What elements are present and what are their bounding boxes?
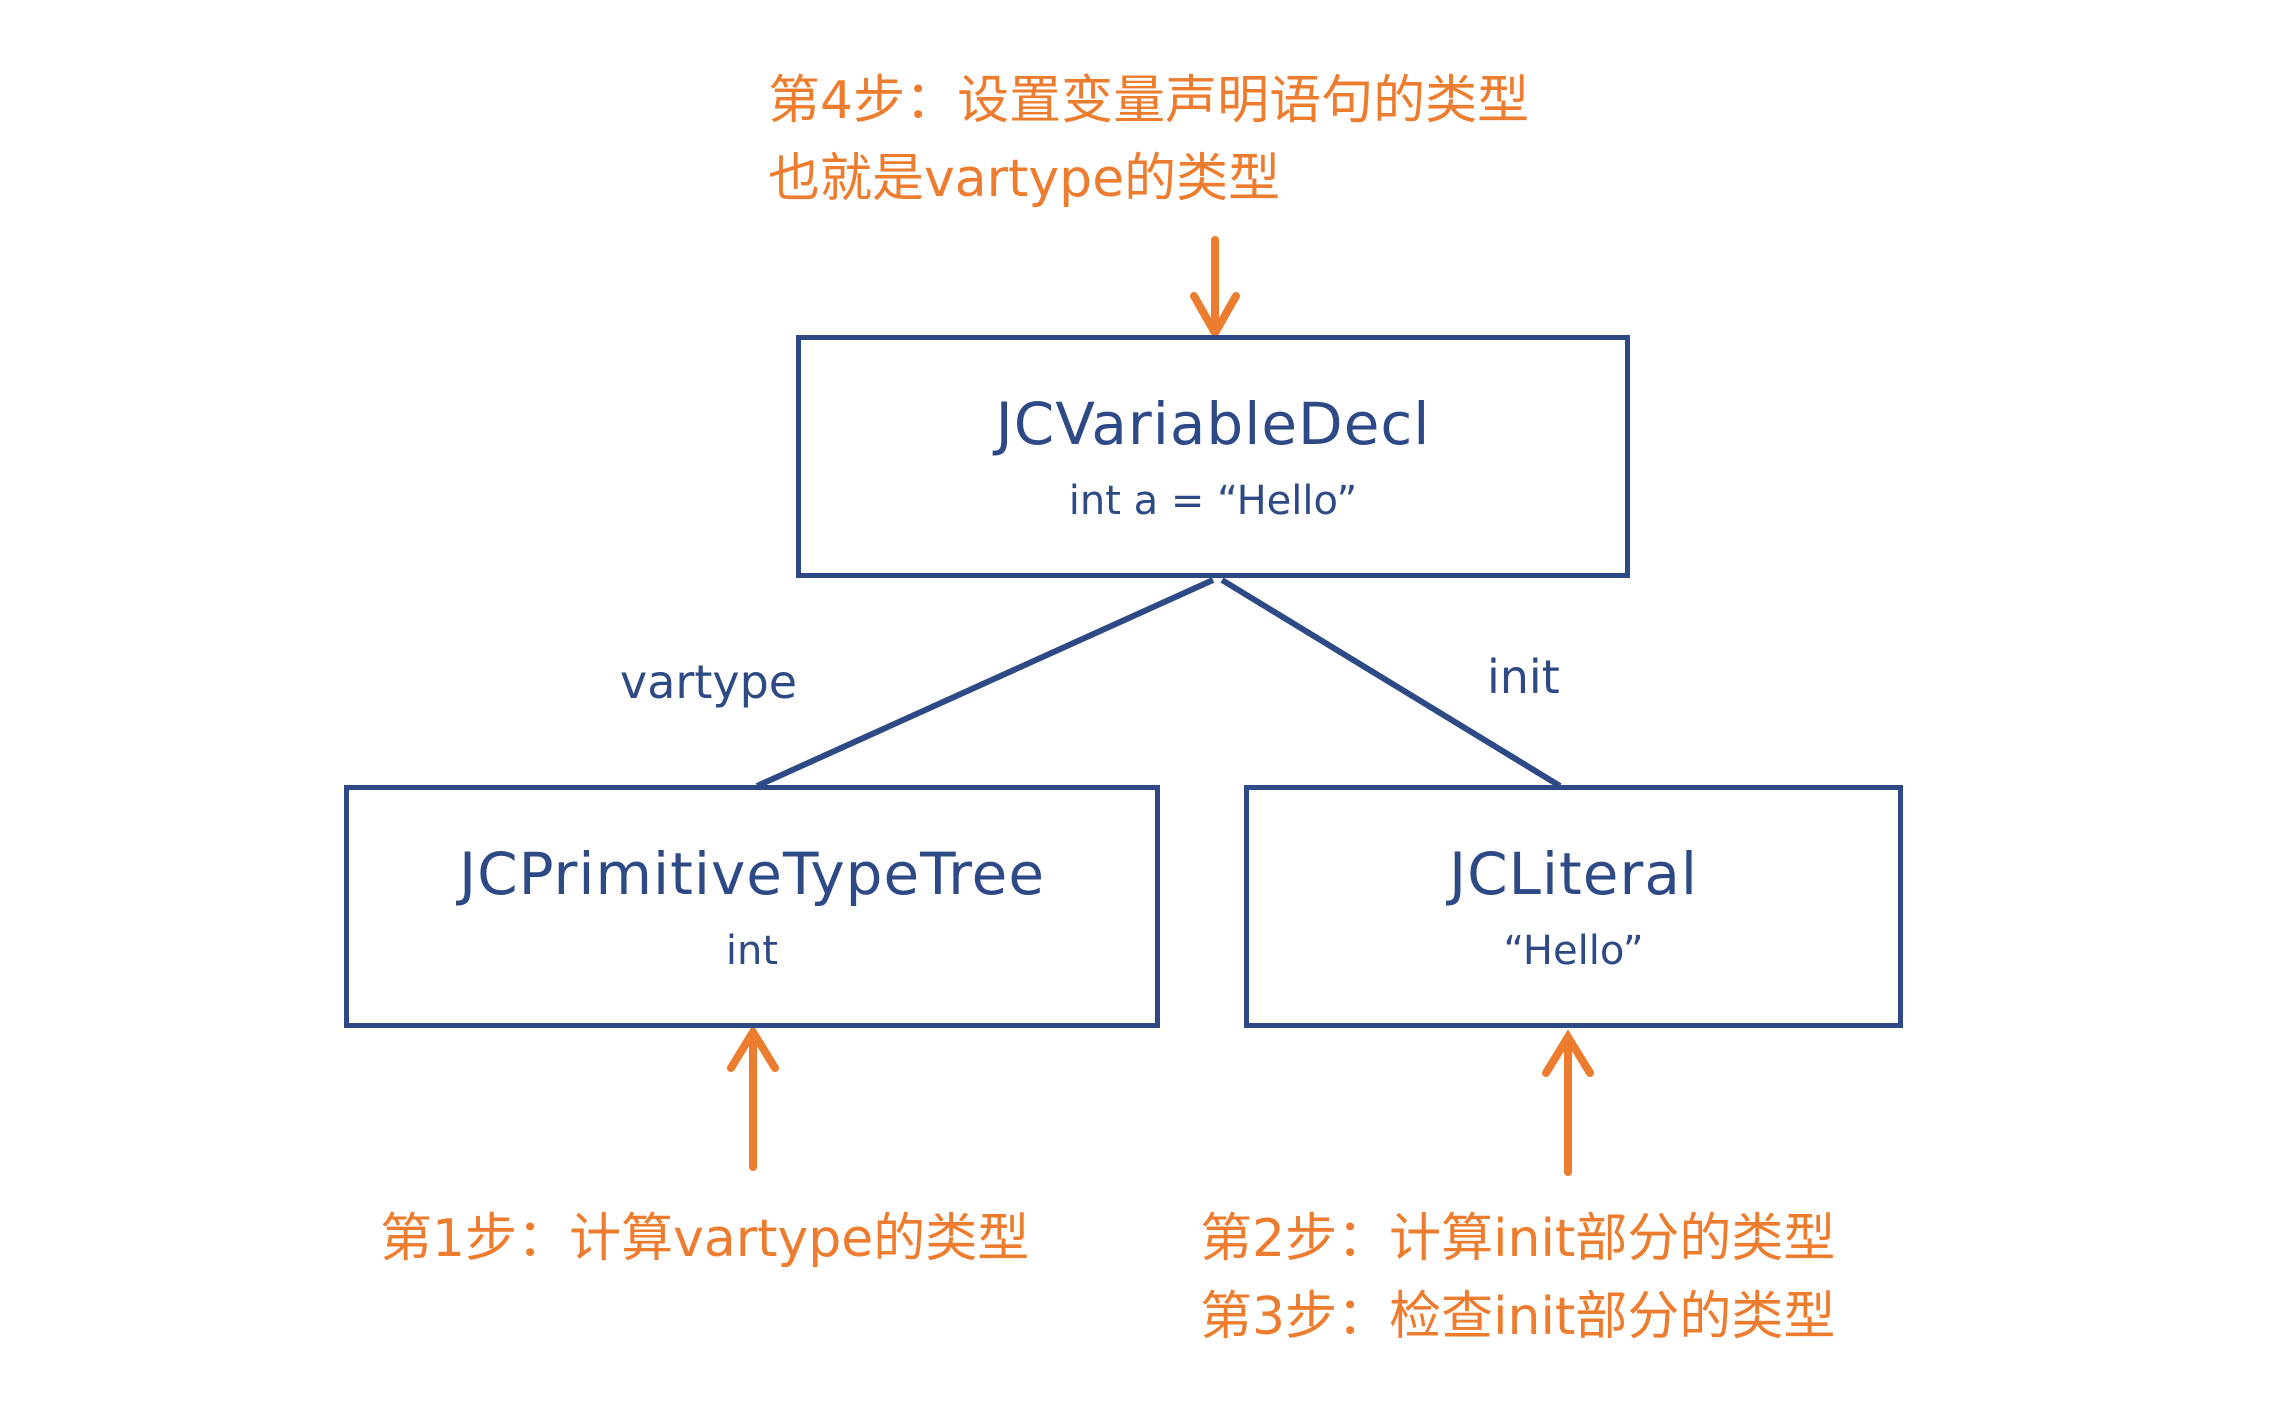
step4-annotation-line2: 也就是vartype的类型: [768, 149, 1281, 209]
step3-annotation-line: 第3步：检查init部分的类型: [1200, 1287, 1836, 1347]
node-subtitle: “Hello”: [1503, 927, 1644, 974]
node-title: JCLiteral: [1449, 839, 1698, 908]
step4-annotation: 第4步：设置变量声明语句的类型 也就是vartype的类型: [768, 62, 1529, 218]
node-title: JCPrimitiveTypeTree: [458, 839, 1046, 908]
up-arrow-left-icon: [727, 1024, 779, 1171]
tree-edges: [755, 577, 1562, 789]
step4-annotation-line1: 第4步：设置变量声明语句的类型: [768, 71, 1530, 131]
up-arrow-right-icon: [1542, 1029, 1594, 1176]
node-jcvariabledecl: JCVariableDecl int a = “Hello”: [796, 335, 1630, 578]
down-arrow-icon: [1190, 236, 1240, 342]
node-jcliteral: JCLiteral “Hello”: [1244, 785, 1903, 1028]
node-jcprimitivetypetree: JCPrimitiveTypeTree int: [344, 785, 1160, 1028]
node-subtitle: int a = “Hello”: [1068, 477, 1358, 524]
node-subtitle: int: [725, 927, 779, 974]
edge-vartype-line: [755, 577, 1215, 789]
step2-annotation-line: 第2步：计算init部分的类型: [1200, 1209, 1836, 1269]
step1-annotation: 第1步：计算vartype的类型: [380, 1209, 1030, 1269]
node-title: JCVariableDecl: [995, 389, 1431, 458]
edge-label-vartype: vartype: [620, 655, 798, 709]
edge-label-init: init: [1487, 650, 1560, 704]
step23-annotation: 第2步：计算init部分的类型 第3步：检查init部分的类型: [1200, 1200, 1835, 1356]
